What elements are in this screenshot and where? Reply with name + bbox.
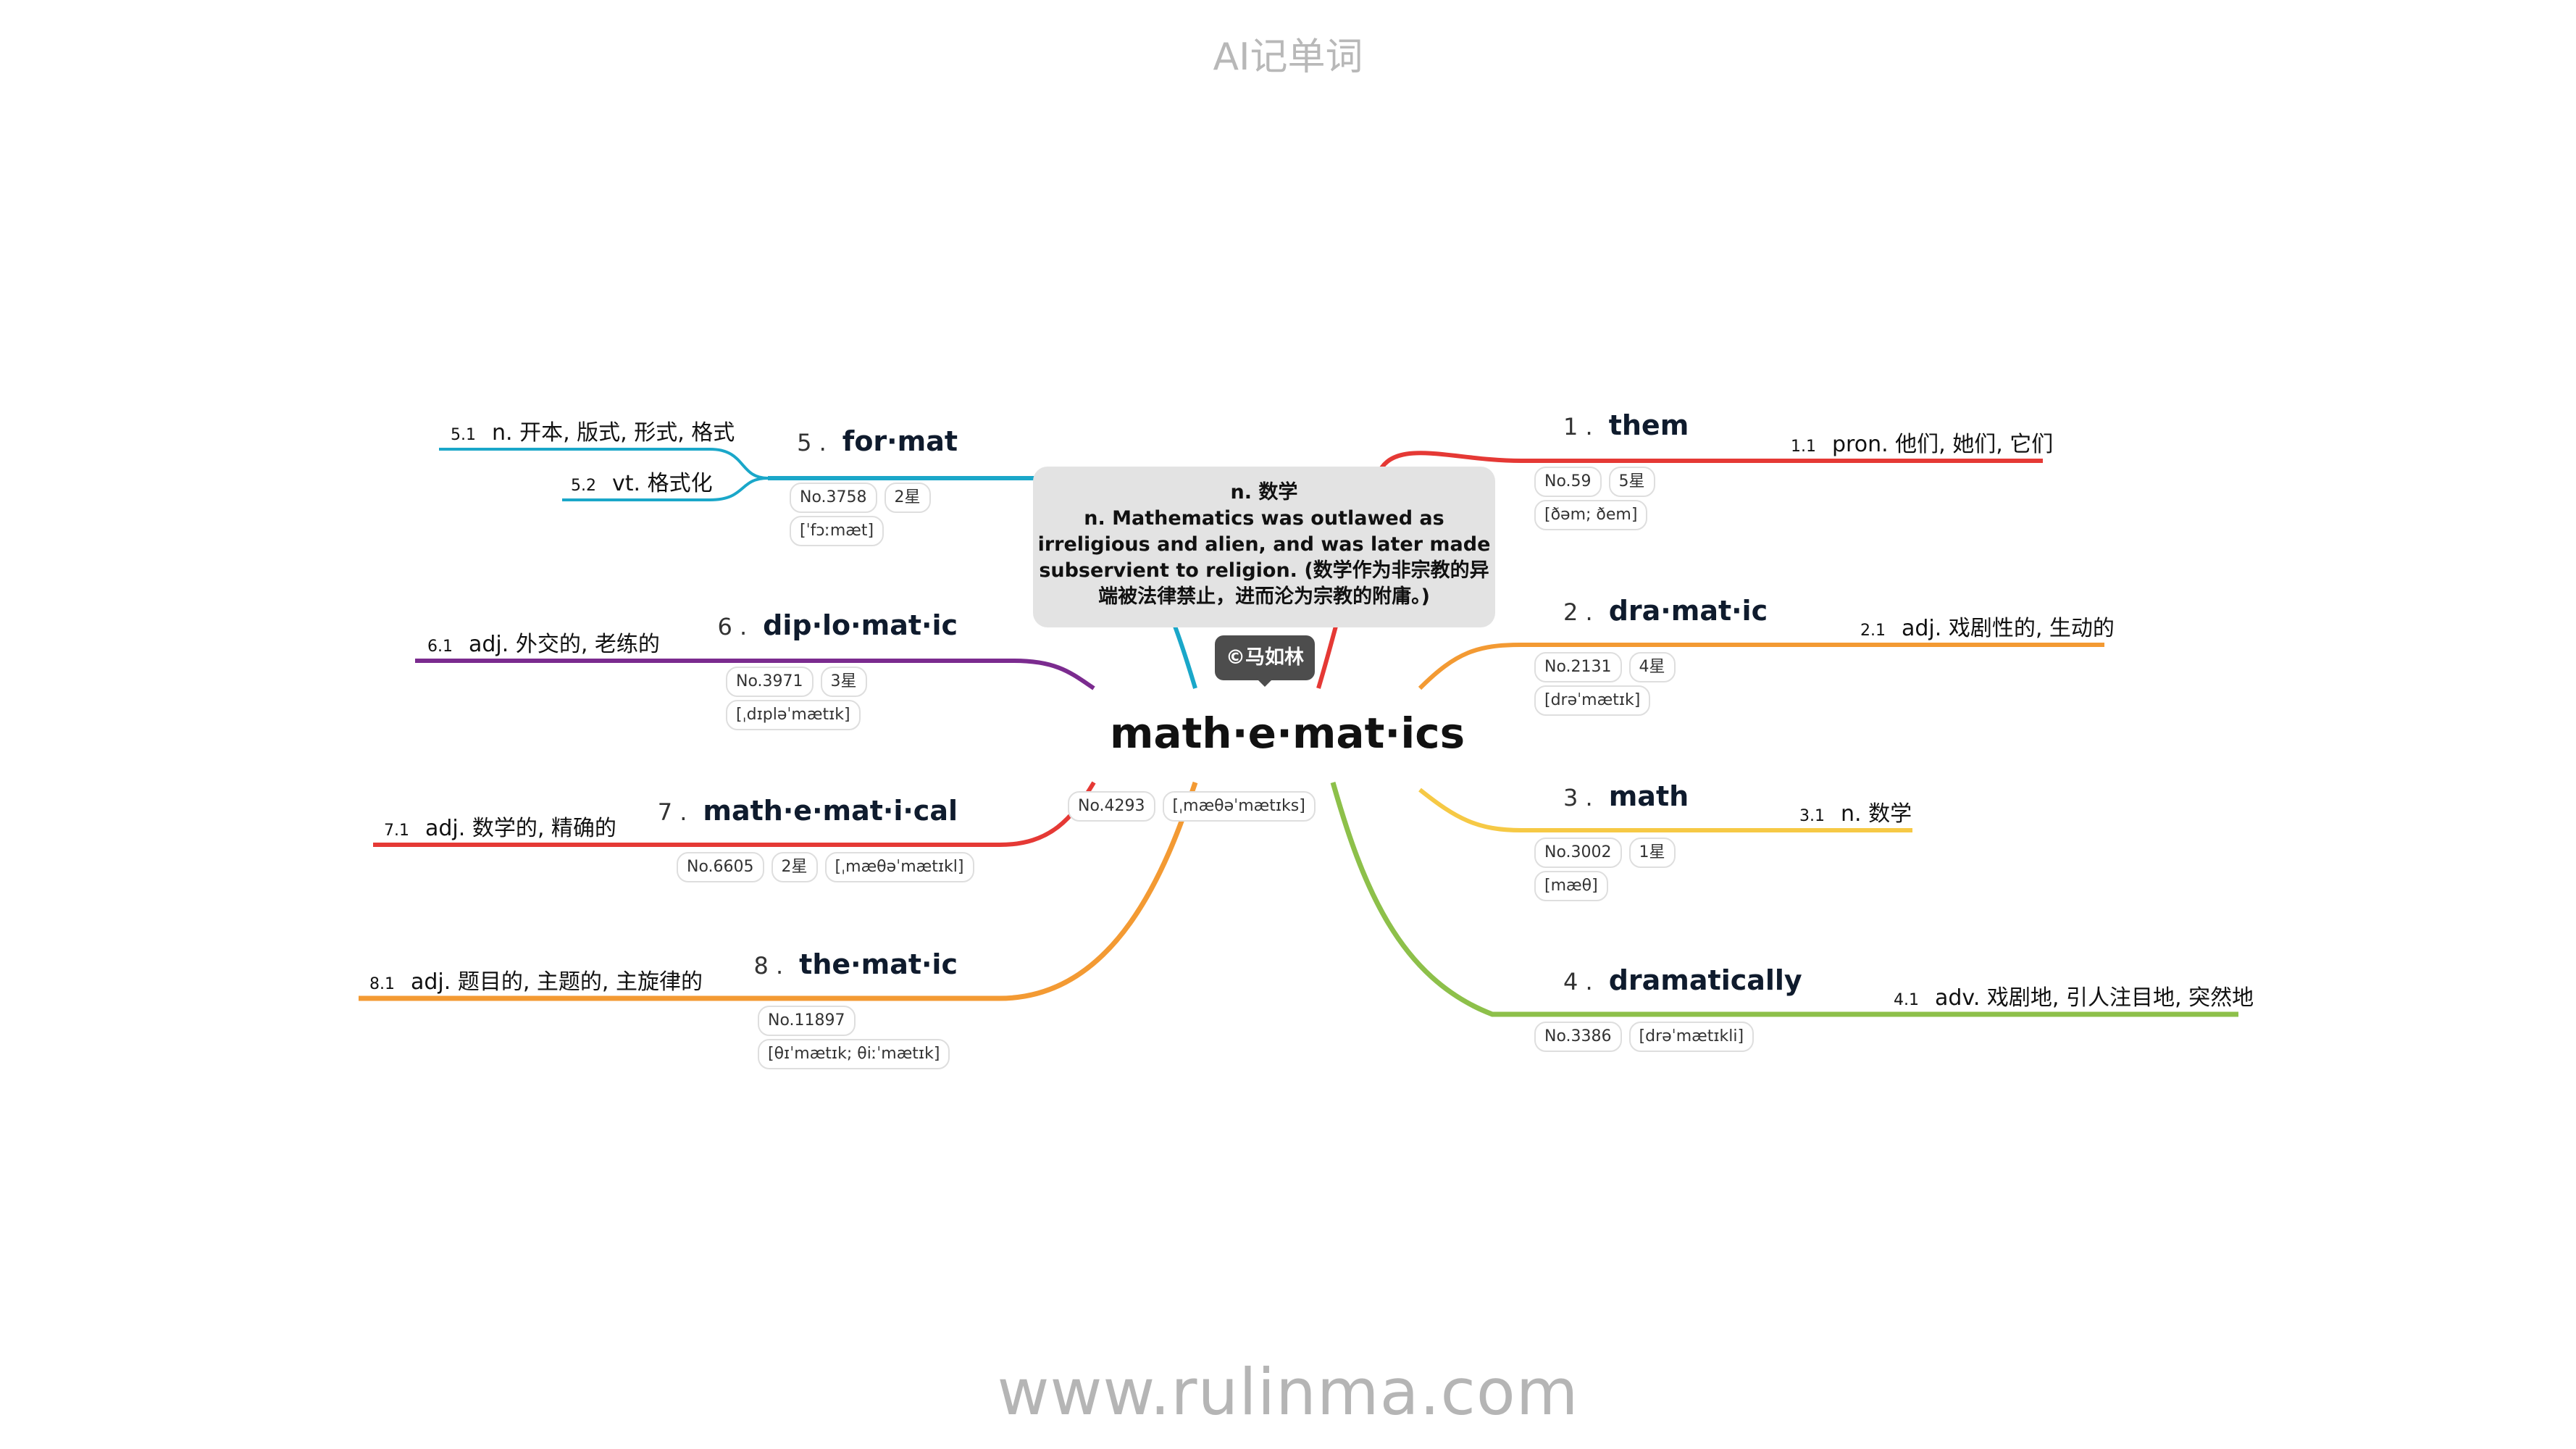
node-them-phonetic: [ðəm; ðem] xyxy=(1534,500,1655,530)
node-number: 3 . xyxy=(1563,784,1593,811)
branch-def-5-1 xyxy=(439,448,769,480)
word-no: No.3002 xyxy=(1534,838,1622,868)
footer-url: www.rulinma.com xyxy=(997,1355,1579,1429)
node-word: math xyxy=(1608,780,1689,812)
word-star: 2星 xyxy=(884,483,931,513)
node-dramatic-phonetic: [drəˈmætɪk] xyxy=(1534,685,1657,716)
node-thematic-phonetic: [θɪˈmætɪk; θiːˈmætɪk] xyxy=(758,1039,957,1069)
node-number: 7 . xyxy=(657,798,687,826)
node-word: for·mat xyxy=(842,425,958,457)
node-number: 8 . xyxy=(753,952,784,980)
example-note: n. 数学 n. Mathematics was outlawed as irr… xyxy=(1033,467,1495,627)
author-badge: ©马如林 xyxy=(1215,635,1315,680)
node-dramatically-meta: No.3386[drəˈmætɪkli] xyxy=(1534,1022,1761,1052)
node-thematic-meta: No.11897 xyxy=(758,1006,863,1036)
node-format-phonetic: [ˈfɔːmæt] xyxy=(790,516,891,546)
word-star: 5星 xyxy=(1608,467,1655,497)
branch-def-5-2 xyxy=(562,477,769,501)
node-diplomatic[interactable]: 6 . dip·lo·mat·ic xyxy=(717,609,958,641)
center-no: No.4293 xyxy=(1068,791,1155,822)
node-word: dramatically xyxy=(1608,964,1802,996)
center-phonetic: [ˌmæθəˈmætɪks] xyxy=(1162,791,1316,822)
word-star: 3星 xyxy=(820,667,867,697)
word-no: No.11897 xyxy=(758,1006,856,1036)
word-no: No.6605 xyxy=(677,852,764,882)
word-phonetic: [ˌmæθəˈmætɪkl] xyxy=(824,852,974,882)
word-phonetic: [ˈfɔːmæt] xyxy=(790,516,885,546)
word-no: No.3386 xyxy=(1534,1022,1622,1052)
node-math-phonetic: [mæθ] xyxy=(1534,871,1615,901)
node-number: 4 . xyxy=(1563,968,1593,995)
note-example: n. Mathematics was outlawed as irreligio… xyxy=(1037,507,1491,608)
word-no: No.3758 xyxy=(790,483,877,513)
word-no: No.59 xyxy=(1534,467,1602,497)
node-number: 1 . xyxy=(1563,413,1593,440)
node-them[interactable]: 1 . them xyxy=(1563,409,1689,441)
node-number: 6 . xyxy=(717,613,748,640)
word-no: No.3971 xyxy=(726,667,814,697)
node-diplomatic-phonetic: [ˌdɪpləˈmætɪk] xyxy=(726,700,868,730)
word-no: No.2131 xyxy=(1534,652,1622,682)
node-word: math·e·mat·i·cal xyxy=(703,795,958,827)
node-word: the·mat·ic xyxy=(799,948,958,980)
note-definition: n. 数学 xyxy=(1230,481,1298,504)
center-meta: No.4293[ˌmæθəˈmætɪks] xyxy=(1068,791,1323,822)
word-star: 4星 xyxy=(1628,652,1676,682)
center-word: math·e·mat·ics xyxy=(1110,709,1465,758)
word-star: 1星 xyxy=(1628,838,1676,868)
node-word: dip·lo·mat·ic xyxy=(763,609,958,641)
branch-line-diplomatic xyxy=(415,659,1095,690)
header-title: AI记单词 xyxy=(1213,36,1363,79)
word-phonetic: [ˌdɪpləˈmætɪk] xyxy=(726,700,861,730)
word-phonetic: [ðəm; ðem] xyxy=(1534,500,1648,530)
node-format[interactable]: 5 . for·mat xyxy=(797,425,958,457)
node-number: 2 . xyxy=(1563,598,1593,626)
branch-line-math xyxy=(1418,788,1912,832)
author-badge-pointer xyxy=(1256,678,1274,687)
node-thematic[interactable]: 8 . the·mat·ic xyxy=(753,948,958,980)
node-dramatic[interactable]: 2 . dra·mat·ic xyxy=(1563,595,1768,627)
node-number: 5 . xyxy=(797,429,827,456)
word-phonetic: [θɪˈmætɪk; θiːˈmætɪk] xyxy=(758,1039,950,1069)
branch-line-dramatically xyxy=(1330,782,2238,1017)
word-phonetic: [drəˈmætɪk] xyxy=(1534,685,1651,716)
word-star: 2星 xyxy=(771,852,818,882)
branch-line-thematic xyxy=(359,781,1198,1001)
node-dramatically[interactable]: 4 . dramatically xyxy=(1563,964,1802,996)
word-phonetic: [drəˈmætɪkli] xyxy=(1628,1022,1755,1052)
node-word: them xyxy=(1608,409,1689,441)
branch-line-dramatic xyxy=(1418,643,2104,690)
node-mathematical[interactable]: 7 . math·e·mat·i·cal xyxy=(658,795,958,827)
word-phonetic: [mæθ] xyxy=(1534,871,1608,901)
node-math[interactable]: 3 . math xyxy=(1563,780,1689,812)
node-word: dra·mat·ic xyxy=(1608,595,1768,627)
